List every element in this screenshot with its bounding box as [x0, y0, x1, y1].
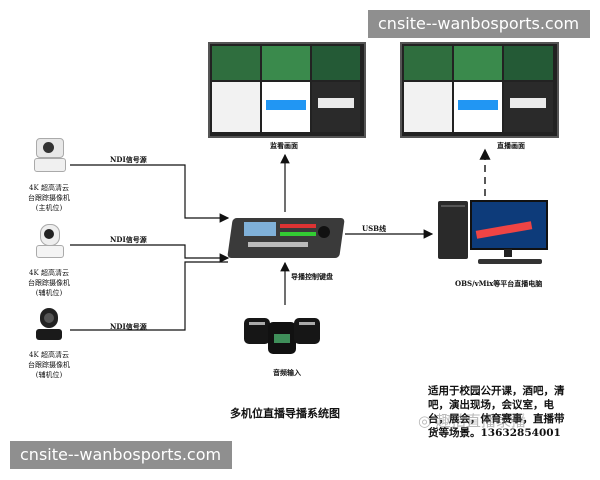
- monitor-main-panel: [262, 82, 310, 132]
- monitor-side-panel: [312, 82, 360, 132]
- live-chat-panel: [404, 82, 452, 132]
- ndi-line-2: [70, 244, 230, 263]
- ndi-label-2: NDI信号源: [110, 235, 147, 244]
- diagram-title: 多机位直播导播系统图: [230, 407, 340, 420]
- camera-2: [34, 224, 64, 258]
- monitor-chat-panel: [212, 82, 260, 132]
- ndi-label-3: NDI信号源: [110, 322, 147, 331]
- pc-label: OBS/vMix等平台直播电脑: [455, 279, 543, 288]
- ndi-line-1: [70, 164, 230, 223]
- audio-mic-1: [244, 318, 270, 344]
- ndi-label-1: NDI信号源: [110, 155, 147, 164]
- camera-1-label: 4K 超高清云台跟踪摄像机(主机位): [28, 184, 70, 212]
- switcher-console: [227, 212, 345, 262]
- pc-tower: [438, 201, 468, 259]
- watermark-bottom: cnsite--wanbosports.com: [10, 441, 232, 469]
- ndi-line-3: [70, 261, 228, 331]
- pc-monitor: [470, 200, 548, 250]
- pc-keyboard: [478, 259, 542, 264]
- audio-mic-2: [294, 318, 320, 344]
- monitor-tile-2: [262, 46, 310, 80]
- usage-note: 适用于校园公开课，酒吧，清 吧，演出现场，会议室，电 台，展会，体育赛事，直播带…: [428, 385, 565, 439]
- live-tile-1: [404, 46, 452, 80]
- brand-logo-icon: ◎: [418, 412, 432, 430]
- live-tile-2: [454, 46, 502, 80]
- live-screen: [400, 42, 559, 138]
- pc-monitor-stand: [504, 249, 512, 257]
- live-side-panel: [504, 82, 553, 132]
- monitor-tile-1: [212, 46, 260, 80]
- live-main-panel: [454, 82, 502, 132]
- audio-label: 音频输入: [273, 368, 301, 377]
- audio-receiver: [268, 322, 296, 354]
- monitor-label: 监看画面: [270, 141, 298, 150]
- camera-3-label: 4K 超高清云台跟踪摄像机(辅机位): [28, 351, 70, 379]
- live-tile-3: [504, 46, 553, 80]
- brand-logo: ◎ 趣拍直播录播: [418, 410, 526, 431]
- live-label: 直播画面: [497, 141, 525, 150]
- camera-1: [34, 138, 66, 172]
- usb-label: USB线: [362, 224, 387, 233]
- brand-logo-text: 趣拍直播录播: [435, 412, 526, 430]
- monitor-tile-3: [312, 46, 360, 80]
- camera-3: [34, 308, 64, 342]
- watermark-top: cnsite--wanbosports.com: [368, 10, 590, 38]
- console-label: 导播控制键盘: [291, 272, 333, 281]
- camera-2-label: 4K 超高清云台跟踪摄像机(辅机位): [28, 269, 70, 297]
- monitor-screen: [208, 42, 366, 138]
